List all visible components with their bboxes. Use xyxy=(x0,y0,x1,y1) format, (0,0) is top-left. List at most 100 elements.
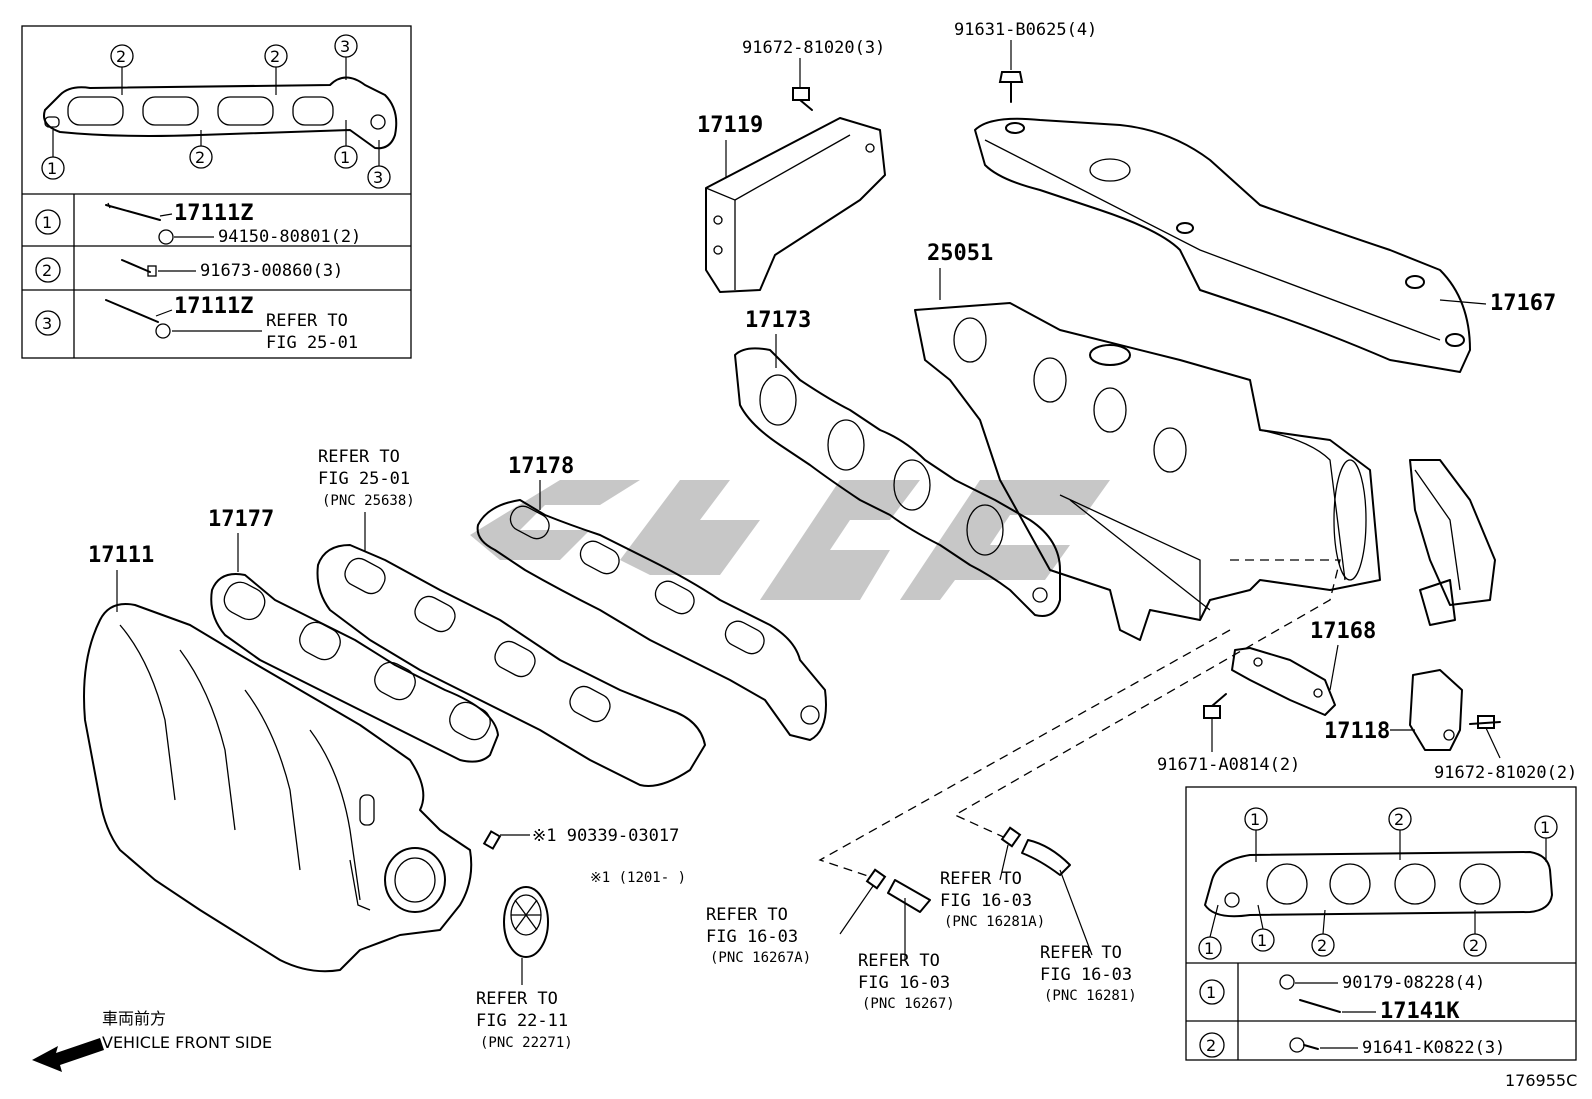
inset-top-left: 2 2 3 1 2 1 3 1 17111Z 94150-80801(2) xyxy=(21,25,412,359)
svg-text:(PNC 16281A): (PNC 16281A) xyxy=(944,914,1045,930)
svg-text:91631-B0625(4): 91631-B0625(4) xyxy=(954,20,1097,40)
svg-text:17111Z: 17111Z xyxy=(174,294,253,319)
svg-text:91672-81020(3): 91672-81020(3) xyxy=(742,38,885,58)
svg-text:FIG 16-03: FIG 16-03 xyxy=(858,973,950,993)
svg-text:2: 2 xyxy=(1469,936,1479,955)
svg-text:94150-80801(2): 94150-80801(2) xyxy=(218,227,361,247)
svg-text:91671-A0814(2): 91671-A0814(2) xyxy=(1157,755,1300,775)
part-17178-gasket: 17178 xyxy=(476,454,827,741)
svg-text:2: 2 xyxy=(195,148,205,167)
inset-bottom-right: 1 2 1 1 1 2 2 1 90179-08228(4) 17141K 2 xyxy=(1185,786,1577,1061)
svg-text:(PNC 16267A): (PNC 16267A) xyxy=(710,950,811,966)
svg-text:※1 90339-03017: ※1 90339-03017 xyxy=(532,826,679,846)
bolt-91631: 91631-B0625(4) xyxy=(954,20,1097,103)
svg-text:2: 2 xyxy=(116,47,126,66)
svg-text:91673-00860(3): 91673-00860(3) xyxy=(200,261,343,281)
hose-16281 xyxy=(999,826,1093,956)
svg-text:17119: 17119 xyxy=(697,113,763,138)
svg-text:91641-K0822(3): 91641-K0822(3) xyxy=(1362,1038,1505,1058)
svg-text:(PNC 16281): (PNC 16281) xyxy=(1044,988,1137,1004)
svg-text:車両前方: 車両前方 xyxy=(102,1009,166,1028)
svg-text:FIG 25-01: FIG 25-01 xyxy=(266,333,358,353)
inset-row-3: 3 17111Z REFER TO FIG 25-01 xyxy=(35,294,358,353)
part-17167-heat-insulator: 17167 xyxy=(974,117,1556,373)
bolt-91672-top: 91672-81020(3) xyxy=(742,38,885,111)
ref-16267A: REFER TO FIG 16-03 (PNC 16267A) xyxy=(706,905,811,966)
inset-row-1: 1 17111Z 94150-80801(2) xyxy=(35,201,361,247)
svg-text:1: 1 xyxy=(1540,818,1550,837)
front-arrow-icon xyxy=(32,1038,104,1072)
part-17177-gasket: 17177 xyxy=(208,507,499,763)
svg-text:2: 2 xyxy=(270,47,280,66)
svg-text:(PNC 25638): (PNC 25638) xyxy=(322,493,415,509)
svg-text:FIG 16-03: FIG 16-03 xyxy=(706,927,798,947)
svg-text:2: 2 xyxy=(1206,1036,1216,1055)
svg-text:(PNC 22271): (PNC 22271) xyxy=(480,1035,573,1051)
svg-text:3: 3 xyxy=(42,314,52,333)
svg-text:17118: 17118 xyxy=(1324,719,1390,744)
inset-br-row-1: 1 90179-08228(4) 17141K xyxy=(1199,973,1485,1024)
inset-br-row-2: 2 91641-K0822(3) xyxy=(1199,1032,1505,1058)
inset-row-2: 2 91673-00860(3) xyxy=(35,257,343,283)
bolt-91671: 91671-A0814(2) xyxy=(1157,693,1300,775)
svg-text:(PNC 16267): (PNC 16267) xyxy=(862,996,955,1012)
svg-text:3: 3 xyxy=(373,168,383,187)
svg-text:17168: 17168 xyxy=(1310,619,1376,644)
svg-text:91672-81020(2): 91672-81020(2) xyxy=(1434,763,1577,783)
svg-text:2: 2 xyxy=(1394,810,1404,829)
svg-text:REFER TO: REFER TO xyxy=(1040,943,1122,963)
svg-text:17173: 17173 xyxy=(745,308,811,333)
svg-text:2: 2 xyxy=(1317,936,1327,955)
svg-text:REFER TO: REFER TO xyxy=(476,989,558,1009)
part-25051-manifold-converter: 25051 xyxy=(914,241,1381,641)
inset-br-gasket-outline xyxy=(1204,851,1553,918)
svg-text:17111Z: 17111Z xyxy=(174,201,253,226)
svg-text:FIG 22-11: FIG 22-11 xyxy=(476,1011,568,1031)
svg-text:3: 3 xyxy=(340,37,350,56)
inset-gasket-outline xyxy=(43,76,398,150)
svg-text:1: 1 xyxy=(47,159,57,178)
svg-text:17167: 17167 xyxy=(1490,291,1556,316)
svg-text:17177: 17177 xyxy=(208,507,274,532)
part-17173-gasket: 17173 xyxy=(734,308,1061,617)
svg-text:FIG 16-03: FIG 16-03 xyxy=(940,891,1032,911)
svg-text:1: 1 xyxy=(1204,939,1214,958)
ref-16267: REFER TO FIG 16-03 (PNC 16267) xyxy=(858,951,955,1012)
part-25051-flange xyxy=(1409,459,1496,626)
part-25638-insulator: REFER TO FIG 25-01 (PNC 25638) xyxy=(316,447,706,787)
svg-text:1: 1 xyxy=(1257,931,1267,950)
stud-90339: ※1 90339-03017 ※1 (1201- ) xyxy=(482,826,686,886)
svg-text:REFER TO: REFER TO xyxy=(266,311,348,331)
svg-text:1: 1 xyxy=(1250,810,1260,829)
svg-text:REFER TO: REFER TO xyxy=(858,951,940,971)
part-17119-bracket: 17119 xyxy=(697,113,886,293)
svg-text:1: 1 xyxy=(1206,983,1216,1002)
bolt-91672-right: 91672-81020(2) xyxy=(1434,715,1577,783)
inset-br-gasket-markers: 1 2 1 1 1 2 2 xyxy=(1198,807,1558,960)
ref-16281A: REFER TO FIG 16-03 (PNC 16281A) xyxy=(940,869,1045,930)
svg-text:17178: 17178 xyxy=(508,454,574,479)
part-17111-intake-manifold: 17111 xyxy=(83,543,473,973)
svg-text:FIG 25-01: FIG 25-01 xyxy=(318,469,410,489)
svg-text:2: 2 xyxy=(42,261,52,280)
svg-text:REFER TO: REFER TO xyxy=(318,447,400,467)
figure-id: 176955C xyxy=(1505,1071,1577,1090)
svg-text:REFER TO: REFER TO xyxy=(940,869,1022,889)
inset-gasket-markers: 2 2 3 1 2 1 3 xyxy=(41,34,391,189)
part-22271-screen: REFER TO FIG 22-11 (PNC 22271) xyxy=(476,886,573,1051)
svg-text:FIG 16-03: FIG 16-03 xyxy=(1040,965,1132,985)
watermark-logo xyxy=(470,480,1110,600)
svg-text:90179-08228(4): 90179-08228(4) xyxy=(1342,973,1485,993)
svg-text:1: 1 xyxy=(42,213,52,232)
hose-16267 xyxy=(839,868,931,960)
ref-16281: REFER TO FIG 16-03 (PNC 16281) xyxy=(1040,943,1137,1004)
part-17118-bracket: 17118 xyxy=(1324,669,1463,751)
svg-text:17141K: 17141K xyxy=(1380,999,1460,1024)
svg-text:1: 1 xyxy=(340,148,350,167)
part-17168-bracket: 17168 xyxy=(1231,619,1376,716)
vehicle-front-indicator: 車両前方 VEHICLE FRONT SIDE xyxy=(32,1009,272,1072)
dashed-connection-lines xyxy=(818,559,1341,881)
svg-text:VEHICLE FRONT SIDE: VEHICLE FRONT SIDE xyxy=(102,1033,272,1052)
svg-text:25051: 25051 xyxy=(927,241,993,266)
